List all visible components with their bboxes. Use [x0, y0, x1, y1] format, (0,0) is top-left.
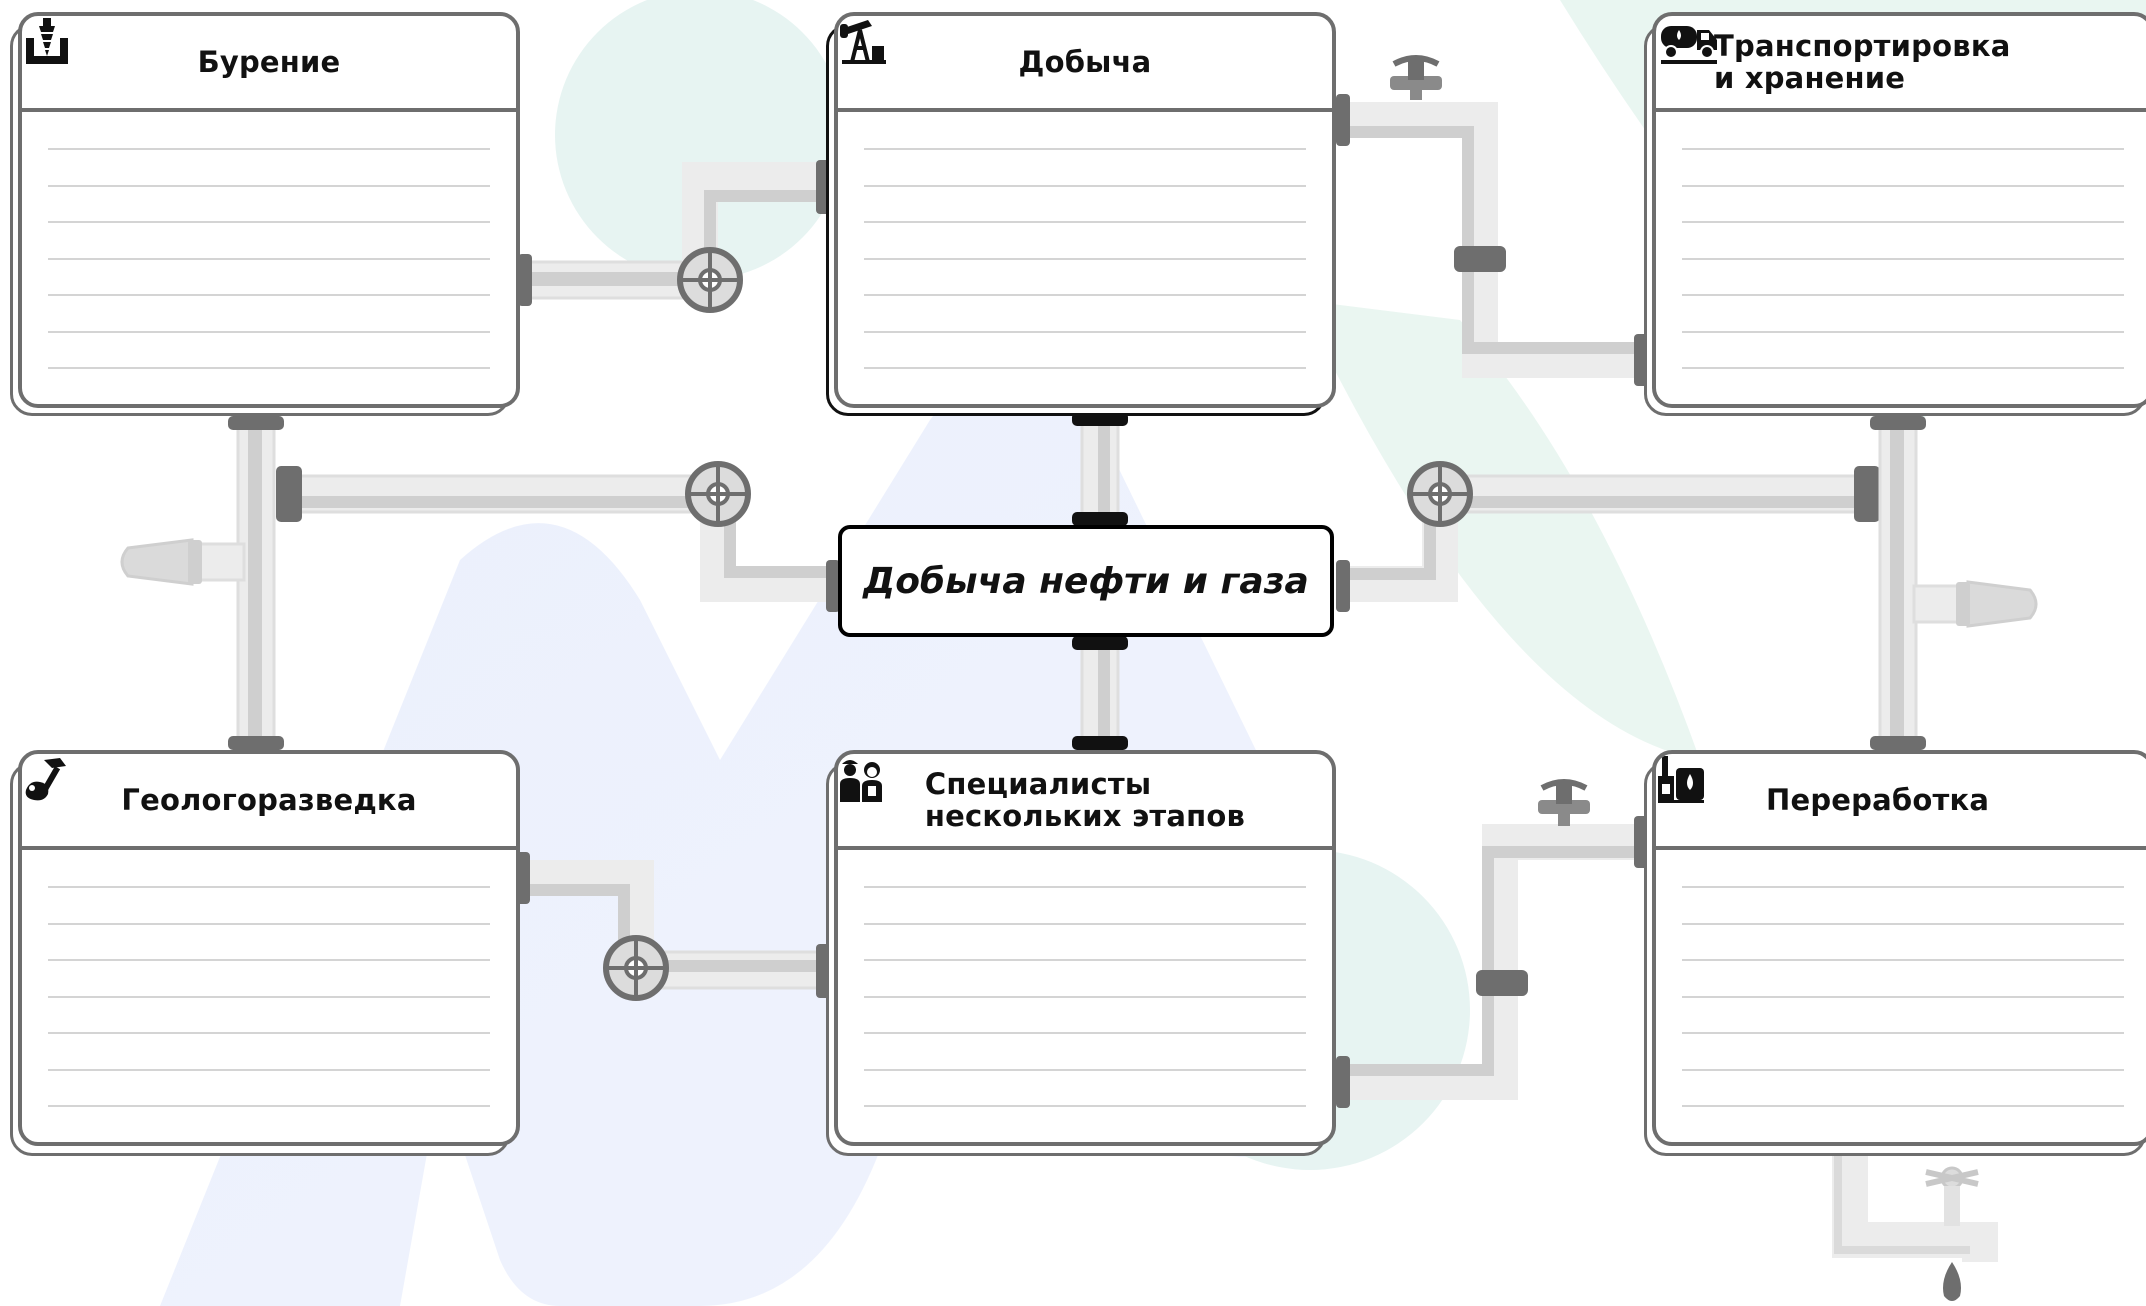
note-lines — [48, 148, 490, 404]
stage-card-specialists: Специалисты нескольких этапов — [826, 750, 1336, 1156]
pipe-joint — [826, 560, 840, 612]
pipe-joint — [1870, 416, 1926, 430]
bg-circle-top — [555, 0, 845, 280]
pipe-joint — [188, 540, 202, 584]
card-header: Добыча — [838, 16, 1332, 112]
pipe-highlight — [1440, 496, 1860, 508]
pipe-network — [120, 55, 2038, 1301]
pipe-joint — [1072, 512, 1128, 526]
pipe-highlight — [1834, 1150, 1970, 1254]
card-header: Специалисты нескольких этапов — [838, 754, 1332, 850]
bg-shape-right — [1300, 300, 1700, 760]
valve-wheel-icon — [677, 247, 743, 313]
tap-valve-icon — [1390, 55, 1442, 100]
pipe-segment — [1832, 1150, 1998, 1262]
refinery-icon — [1658, 756, 1704, 803]
pipe-highlight — [1098, 418, 1110, 524]
pipe-joint — [1336, 560, 1350, 612]
card-header: Переработка — [1656, 754, 2146, 850]
pipe-joint — [1956, 582, 1970, 626]
valve-wheel-icon — [685, 461, 751, 527]
valve-wheel-icon — [1407, 461, 1473, 527]
central-node: Добыча нефти и газа — [838, 525, 1334, 637]
pipe-highlight — [280, 496, 720, 508]
note-lines — [1682, 886, 2124, 1142]
pipe-joint — [518, 254, 532, 306]
card-header: Геологоразведка — [22, 754, 516, 850]
pipe-outlet-icon — [1966, 580, 2038, 628]
note-lines — [1682, 148, 2124, 404]
pipe-highlight — [1340, 126, 1640, 354]
pipe-joint — [228, 416, 284, 430]
note-lines — [48, 886, 490, 1142]
note-lines — [864, 886, 1306, 1142]
stage-card-pererabotka: Переработка — [1644, 750, 2146, 1156]
pipe-joint — [1072, 736, 1128, 750]
tap-valve-icon — [1538, 779, 1590, 826]
card-title-line2: и хранение — [1714, 61, 1906, 95]
card-title: Транспортировка — [1714, 29, 2011, 63]
stage-card-transport: Транспортировка и хранение — [1644, 12, 2146, 416]
card-title: Специалисты — [924, 767, 1152, 801]
pipe-joint — [276, 466, 302, 522]
oil-pump-icon — [840, 20, 886, 64]
pipe-highlight — [528, 272, 698, 286]
drill-icon — [26, 18, 68, 64]
pipe-segment — [194, 542, 246, 582]
pipe-segment — [682, 162, 822, 280]
card-title-line2: нескольких этапов — [924, 799, 1246, 833]
pipe-joint — [1336, 1056, 1350, 1108]
valve-wheel-icon — [603, 935, 669, 1001]
pipe-highlight — [248, 420, 262, 742]
tanker-truck-icon — [1661, 26, 1717, 64]
pipe-joint — [1476, 970, 1528, 996]
note-lines — [864, 148, 1306, 404]
stage-card-burenie: Бурение — [10, 12, 520, 416]
card-title: Геологоразведка — [121, 783, 417, 817]
pipe-highlight — [636, 960, 826, 972]
pipe-joint — [1854, 466, 1880, 522]
pipe-joint — [1072, 636, 1128, 650]
central-node-label: Добыча нефти и газа — [863, 560, 1309, 602]
pipe-outlet-icon — [120, 538, 194, 586]
hammer-rock-icon — [25, 758, 66, 801]
oil-drop-icon — [1943, 1262, 1961, 1301]
pipe-segment — [1340, 102, 1640, 378]
card-title: Добыча — [1018, 45, 1152, 79]
pipe-segment — [1340, 824, 1640, 1100]
pipe-joint — [1870, 736, 1926, 750]
pipe-joint — [1454, 246, 1506, 272]
card-title: Переработка — [1766, 783, 1990, 817]
card-header: Транспортировка и хранение — [1656, 16, 2146, 112]
pipe-highlight — [1340, 846, 1640, 1076]
pipe-highlight — [1098, 640, 1110, 746]
stage-card-dobycha: Добыча — [826, 12, 1336, 416]
faucet-icon — [1925, 1166, 1979, 1301]
card-header: Бурение — [22, 16, 516, 112]
workers-icon — [840, 760, 882, 802]
pipe-segment — [1912, 584, 1964, 624]
pipe-highlight — [1890, 420, 1904, 742]
card-title: Бурение — [197, 45, 341, 79]
stage-card-geology: Геологоразведка — [10, 750, 520, 1156]
pipe-joint — [1336, 94, 1350, 146]
pipe-joint — [228, 736, 284, 750]
